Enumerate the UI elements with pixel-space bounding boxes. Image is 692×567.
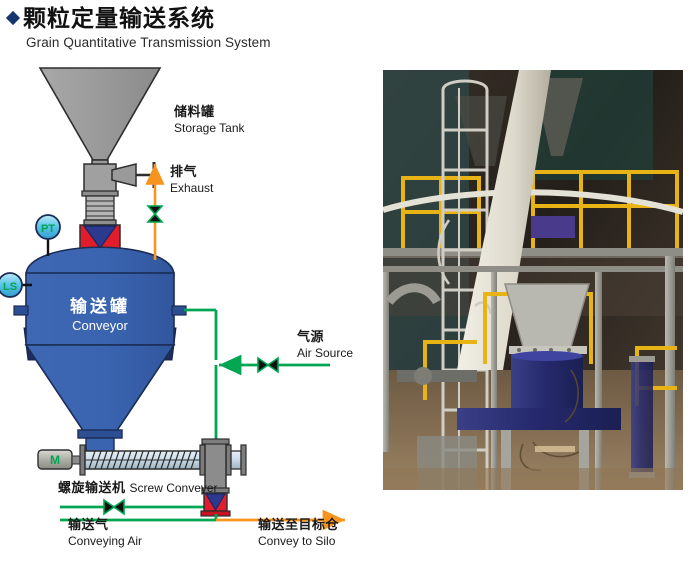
blue-conveyor-vessel (457, 351, 621, 430)
label-air-source-en: Air Source (297, 346, 354, 360)
label-convey-to-silo-cn: 输送至目标仓 (258, 518, 340, 533)
exhaust-line (145, 164, 165, 260)
label-conveying-air-cn: 输送气 (68, 518, 109, 533)
label-conveying-air: 输送气 Conveying Air (68, 518, 142, 549)
conveyor-vessel-label-cn: 输送罐 (70, 296, 130, 317)
label-screw-conveyor-en: Screw Conveyer (129, 481, 218, 495)
label-air-source: 气源 Air Source (297, 330, 353, 361)
discharge-line-orange (60, 509, 345, 531)
knife-gate-valve[interactable] (81, 162, 156, 197)
air-source-valve[interactable] (257, 356, 279, 374)
label-screw-conveyor-cn: 螺旋输送机 (58, 481, 126, 496)
page-title-cn-text: 颗粒定量输送系统 (23, 6, 215, 32)
plant-installation-photo (383, 70, 683, 490)
exhaust-valve[interactable] (146, 205, 164, 223)
instrument-ls[interactable]: LS (0, 272, 32, 298)
diamond-bullet-icon (5, 10, 21, 26)
screw-conveyor: M (37, 438, 247, 517)
photo-content (383, 70, 683, 490)
label-convey-to-silo: 输送至目标仓 Convey to Silo (258, 518, 339, 549)
label-exhaust: 排气 Exhaust (170, 165, 213, 196)
handrail-upper (401, 170, 679, 248)
label-exhaust-en: Exhaust (170, 181, 214, 195)
conveying-air-valve[interactable] (103, 498, 125, 516)
flexible-bellows-connector (83, 195, 117, 226)
instrument-pt-tag: PT (41, 223, 55, 235)
instrument-ls-tag: LS (3, 281, 17, 293)
motor-tag-label: M (50, 453, 60, 467)
screw-conveyor-motor[interactable]: M (37, 449, 73, 470)
label-air-source-cn: 气源 (297, 330, 325, 345)
label-convey-to-silo-en: Convey to Silo (258, 534, 336, 548)
label-storage-tank: 储料罐 Storage Tank (174, 105, 245, 136)
page-title-cn: 颗粒定量输送系统 (5, 6, 271, 32)
page-header: 颗粒定量输送系统 Grain Quantitative Transmission… (5, 6, 271, 50)
instrument-pt[interactable]: PT (35, 214, 61, 256)
label-storage-tank-cn: 储料罐 (174, 105, 215, 120)
label-exhaust-cn: 排气 (170, 165, 198, 180)
rotary-airlock-valve[interactable] (200, 492, 231, 517)
conveyor-vessel: 输送罐 Conveyor (13, 246, 187, 457)
label-storage-tank-en: Storage Tank (174, 121, 245, 135)
conveyor-vessel-label-en: Conveyor (72, 318, 128, 333)
storage-tank-hopper (38, 67, 162, 179)
page-title-en: Grain Quantitative Transmission System (26, 35, 271, 50)
white-chute (457, 70, 551, 370)
process-flow-diagram: 输送罐 Conveyor (0, 67, 345, 531)
label-conveying-air-en: Conveying Air (68, 534, 143, 548)
